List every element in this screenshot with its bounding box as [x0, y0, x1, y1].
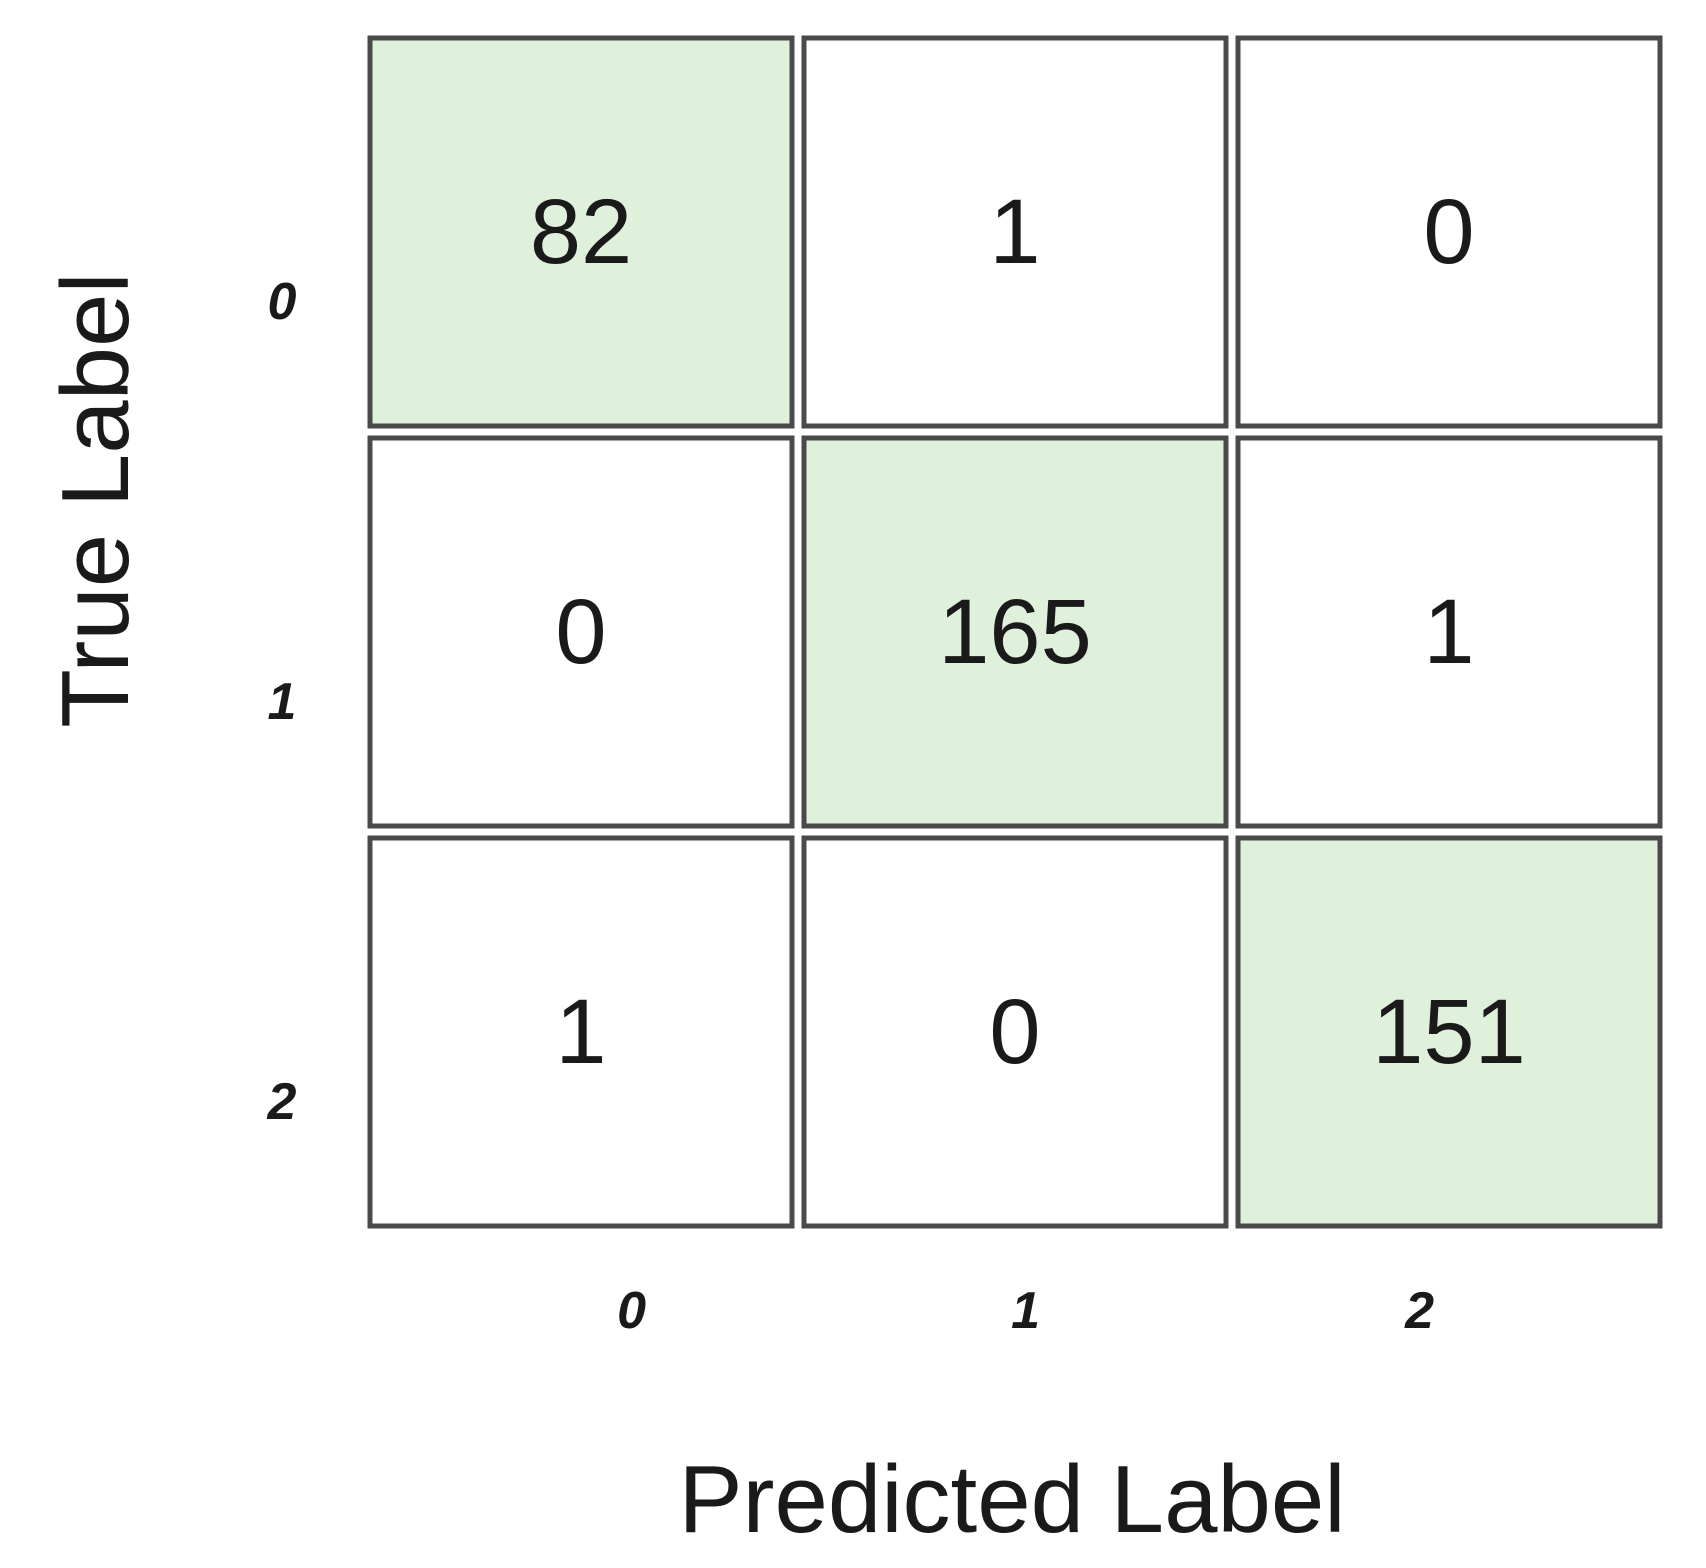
x-tick-label: 1 — [1011, 1282, 1040, 1340]
matrix-cell-2-2: 151 — [1235, 835, 1663, 1229]
matrix-cell-0-2: 0 — [1235, 35, 1663, 429]
matrix-cells: 82 1 0 0 165 1 1 0 151 — [367, 35, 1663, 1229]
matrix-cell-1-1: 165 — [801, 435, 1229, 829]
matrix-cell-value: 165 — [938, 581, 1092, 683]
matrix-cell-value: 82 — [530, 181, 632, 283]
matrix-cell-value: 1 — [1423, 581, 1474, 683]
matrix-cell-value: 0 — [555, 581, 606, 683]
matrix-cell-box — [367, 835, 795, 1229]
matrix-cell-box — [367, 435, 795, 829]
matrix-cell-value: 1 — [555, 981, 606, 1083]
matrix-cell-1-2: 1 — [1235, 435, 1663, 829]
x-axis-title: Predicted Label — [678, 1446, 1345, 1553]
y-axis-title: True Label — [42, 272, 149, 727]
matrix-cell-0-0: 82 — [367, 35, 795, 429]
matrix-cell-2-1: 0 — [801, 835, 1229, 1229]
matrix-cell-box — [1235, 35, 1663, 429]
matrix-cell-0-1: 1 — [801, 35, 1229, 429]
matrix-cell-box — [801, 35, 1229, 429]
matrix-cell-box — [801, 435, 1229, 829]
matrix-cell-value: 0 — [989, 981, 1040, 1083]
matrix-cell-2-0: 1 — [367, 835, 795, 1229]
x-tick-label: 0 — [617, 1282, 646, 1340]
matrix-cell-box — [1235, 835, 1663, 1229]
x-tick-label: 2 — [1404, 1282, 1434, 1340]
matrix-cell-value: 151 — [1372, 981, 1526, 1083]
matrix-cell-1-0: 0 — [367, 435, 795, 829]
matrix-cell-box — [801, 835, 1229, 1229]
y-tick-labels: 0 1 2 — [267, 273, 297, 1131]
y-tick-label: 2 — [267, 1073, 297, 1131]
matrix-cell-box — [367, 35, 795, 429]
matrix-cell-value: 1 — [989, 181, 1040, 283]
y-tick-label: 1 — [268, 673, 297, 731]
matrix-cell-box — [1235, 435, 1663, 829]
y-tick-label: 0 — [268, 273, 297, 331]
matrix-cell-value: 0 — [1423, 181, 1474, 283]
x-tick-labels: 0 1 2 — [617, 1282, 1434, 1340]
